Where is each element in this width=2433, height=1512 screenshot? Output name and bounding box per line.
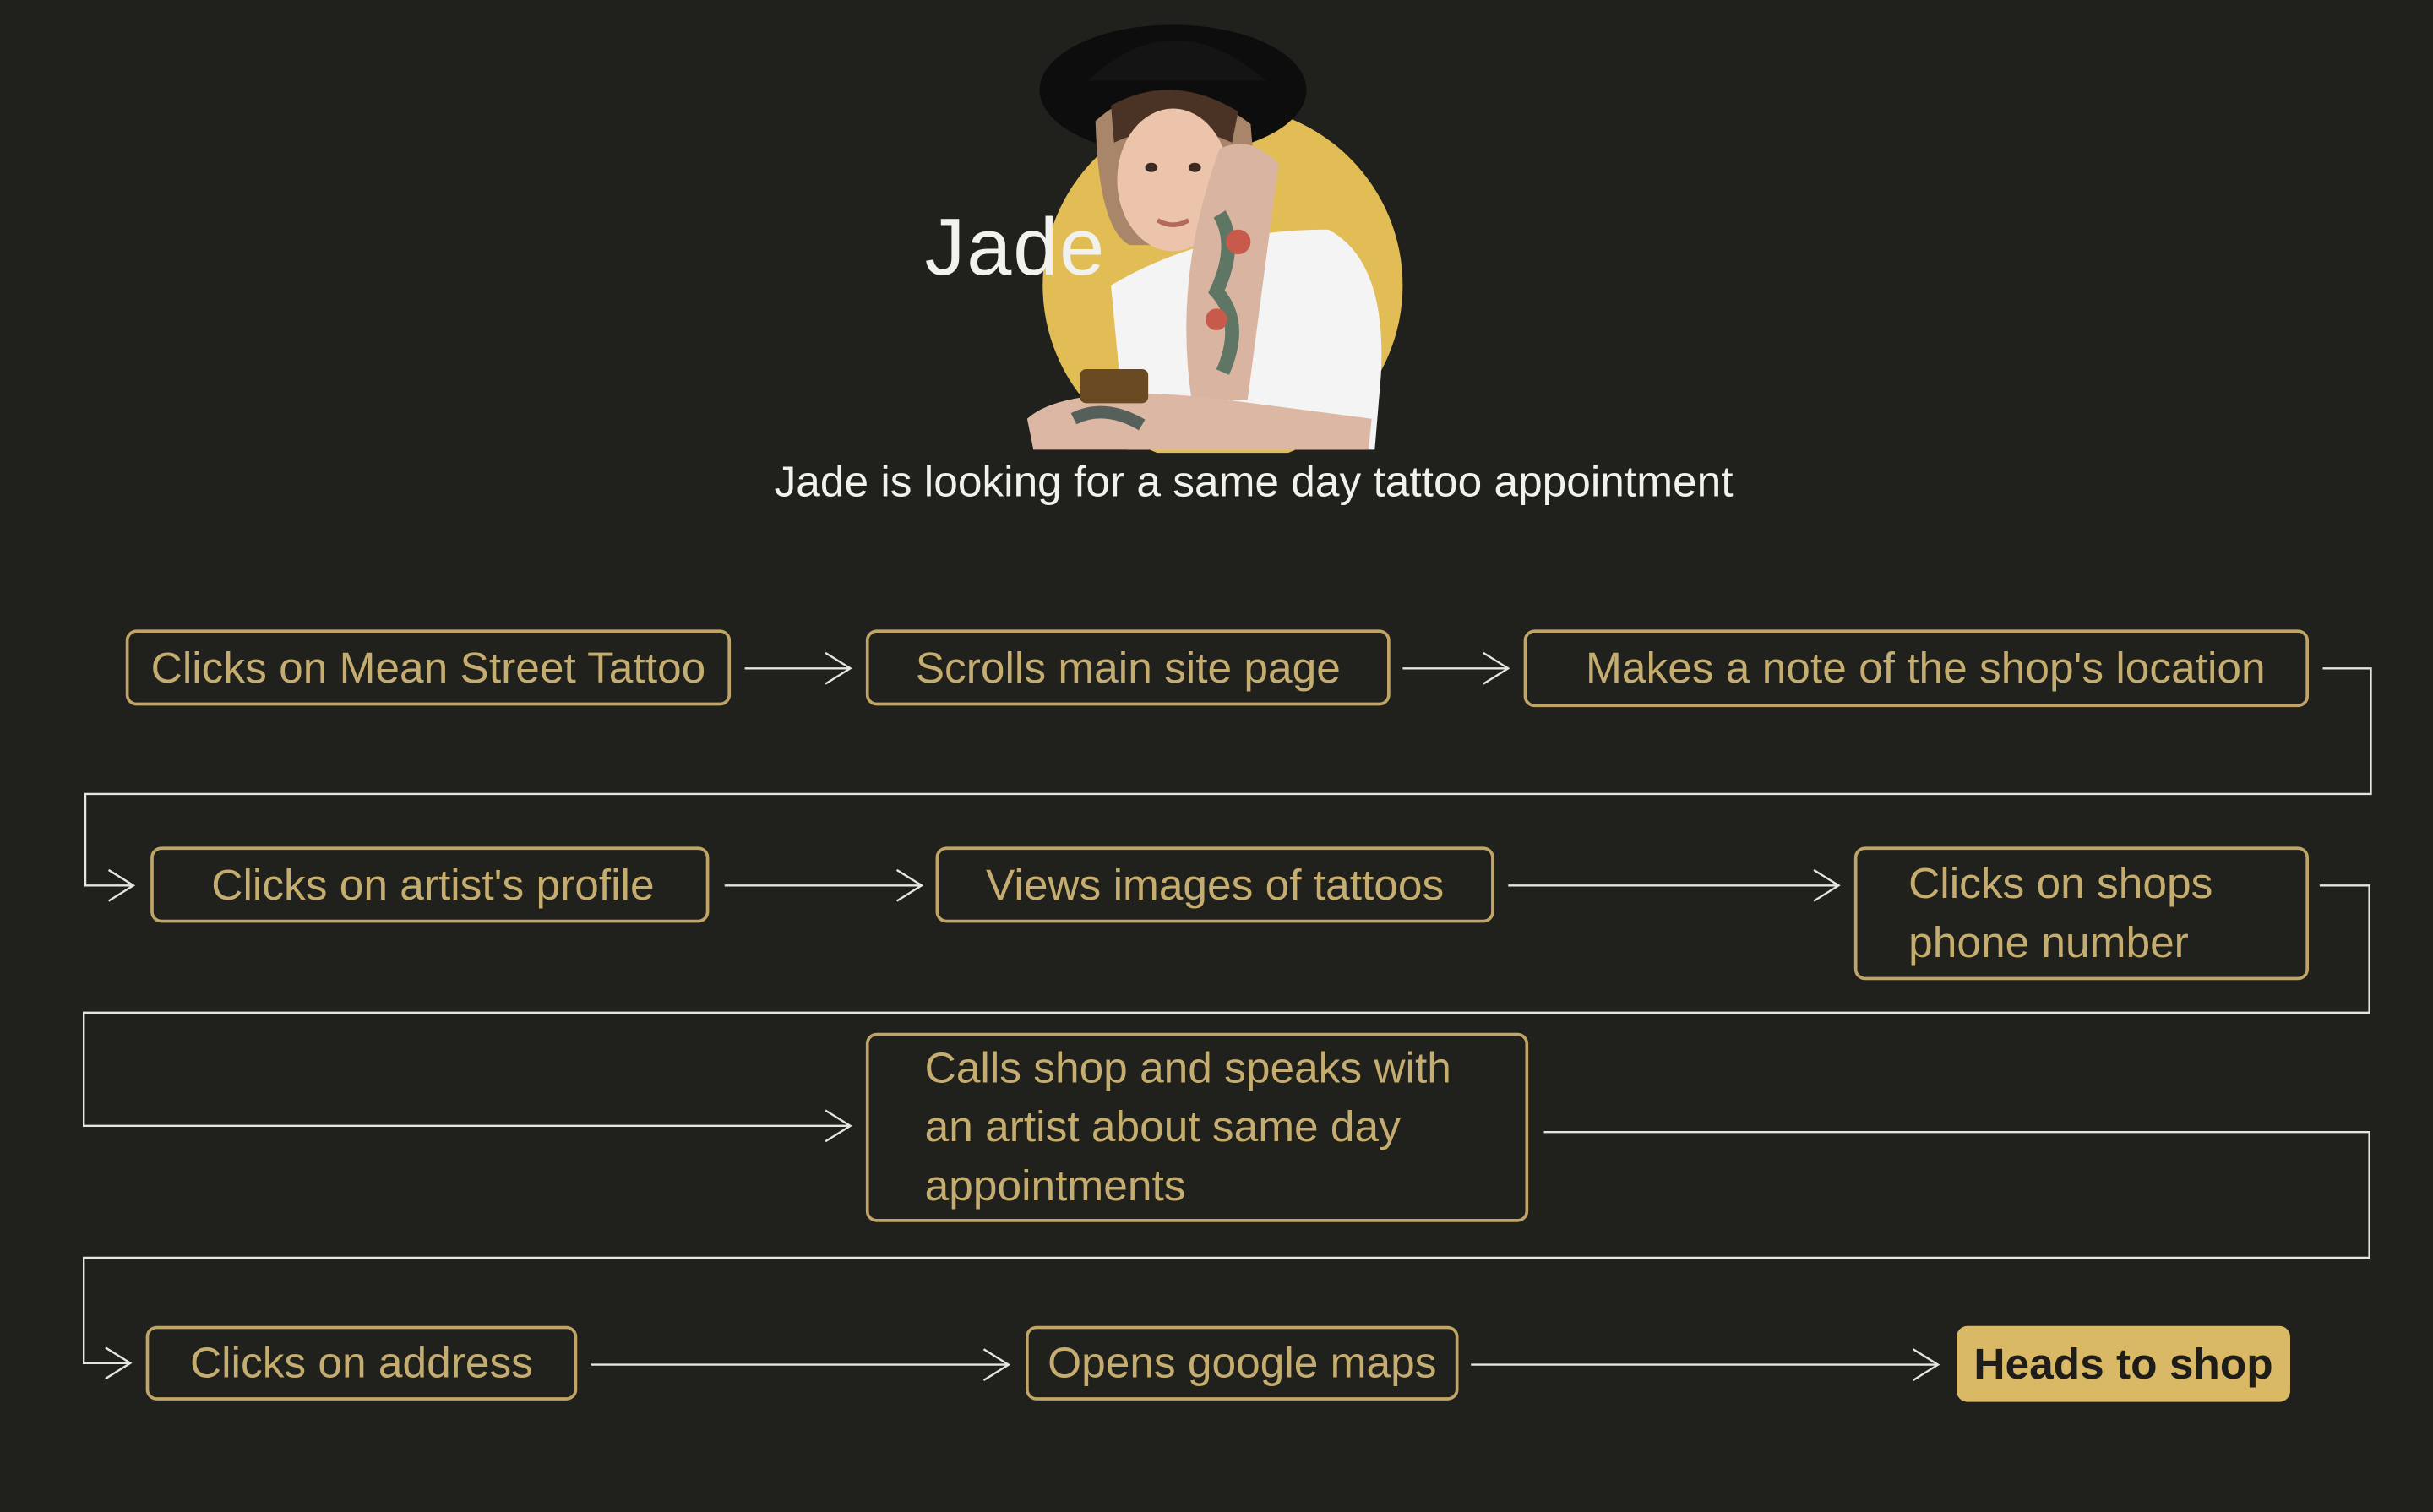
- step-label: Calls shop and speaks with an artist abo…: [924, 1043, 1451, 1210]
- arrow-step-1-to-2: [744, 651, 852, 685]
- step-label: Opens google maps: [1048, 1338, 1437, 1387]
- step-opens-google-maps: Opens google maps: [1026, 1325, 1459, 1401]
- arrow-step-4-to-5: [724, 868, 924, 902]
- arrow-step-9-to-10: [1471, 1348, 1940, 1381]
- step-heads-to-shop: Heads to shop: [1957, 1325, 2290, 1402]
- step-clicks-address: Clicks on address: [145, 1325, 578, 1401]
- step-label: Scrolls main site page: [915, 642, 1341, 691]
- step-label: Clicks on artist's profile: [211, 860, 655, 908]
- persona-goal: Jade is looking for a same day tattoo ap…: [774, 457, 1734, 506]
- arrow-step-2-to-3: [1402, 651, 1510, 685]
- arrow-step-5-to-6: [1508, 868, 1841, 902]
- step-calls-shop: Calls shop and speaks with an artist abo…: [865, 1032, 1529, 1222]
- step-label: Clicks on shops phone number: [1908, 859, 2213, 966]
- arrow-step-7-to-8: [82, 1131, 2370, 1380]
- step-clicks-phone-number: Clicks on shops phone number: [1853, 846, 2310, 981]
- step-clicks-artist-profile: Clicks on artist's profile: [150, 846, 710, 923]
- step-label: Heads to shop: [1973, 1339, 2273, 1388]
- arrow-step-6-to-7: [82, 884, 2370, 1143]
- step-label: Views images of tattoos: [986, 860, 1445, 908]
- persona-avatar: [1026, 24, 1403, 454]
- step-label: Clicks on Mean Street Tattoo: [150, 642, 706, 691]
- step-clicks-mean-street-tattoo: Clicks on Mean Street Tattoo: [125, 629, 732, 706]
- step-notes-shop-location: Makes a note of the shop's location: [1523, 629, 2310, 708]
- persona-name: Jade: [924, 203, 1107, 293]
- step-label: Clicks on address: [189, 1338, 533, 1387]
- hat-crown-icon: [1087, 40, 1266, 81]
- step-scrolls-main-site: Scrolls main site page: [865, 629, 1391, 706]
- tattooed-arm-icon: [1186, 144, 1279, 400]
- arrow-step-3-to-4: [84, 667, 2372, 902]
- step-views-tattoo-images: Views images of tattoos: [935, 846, 1494, 923]
- step-label: Makes a note of the shop's location: [1586, 643, 2266, 692]
- arrow-step-8-to-9: [591, 1348, 1011, 1381]
